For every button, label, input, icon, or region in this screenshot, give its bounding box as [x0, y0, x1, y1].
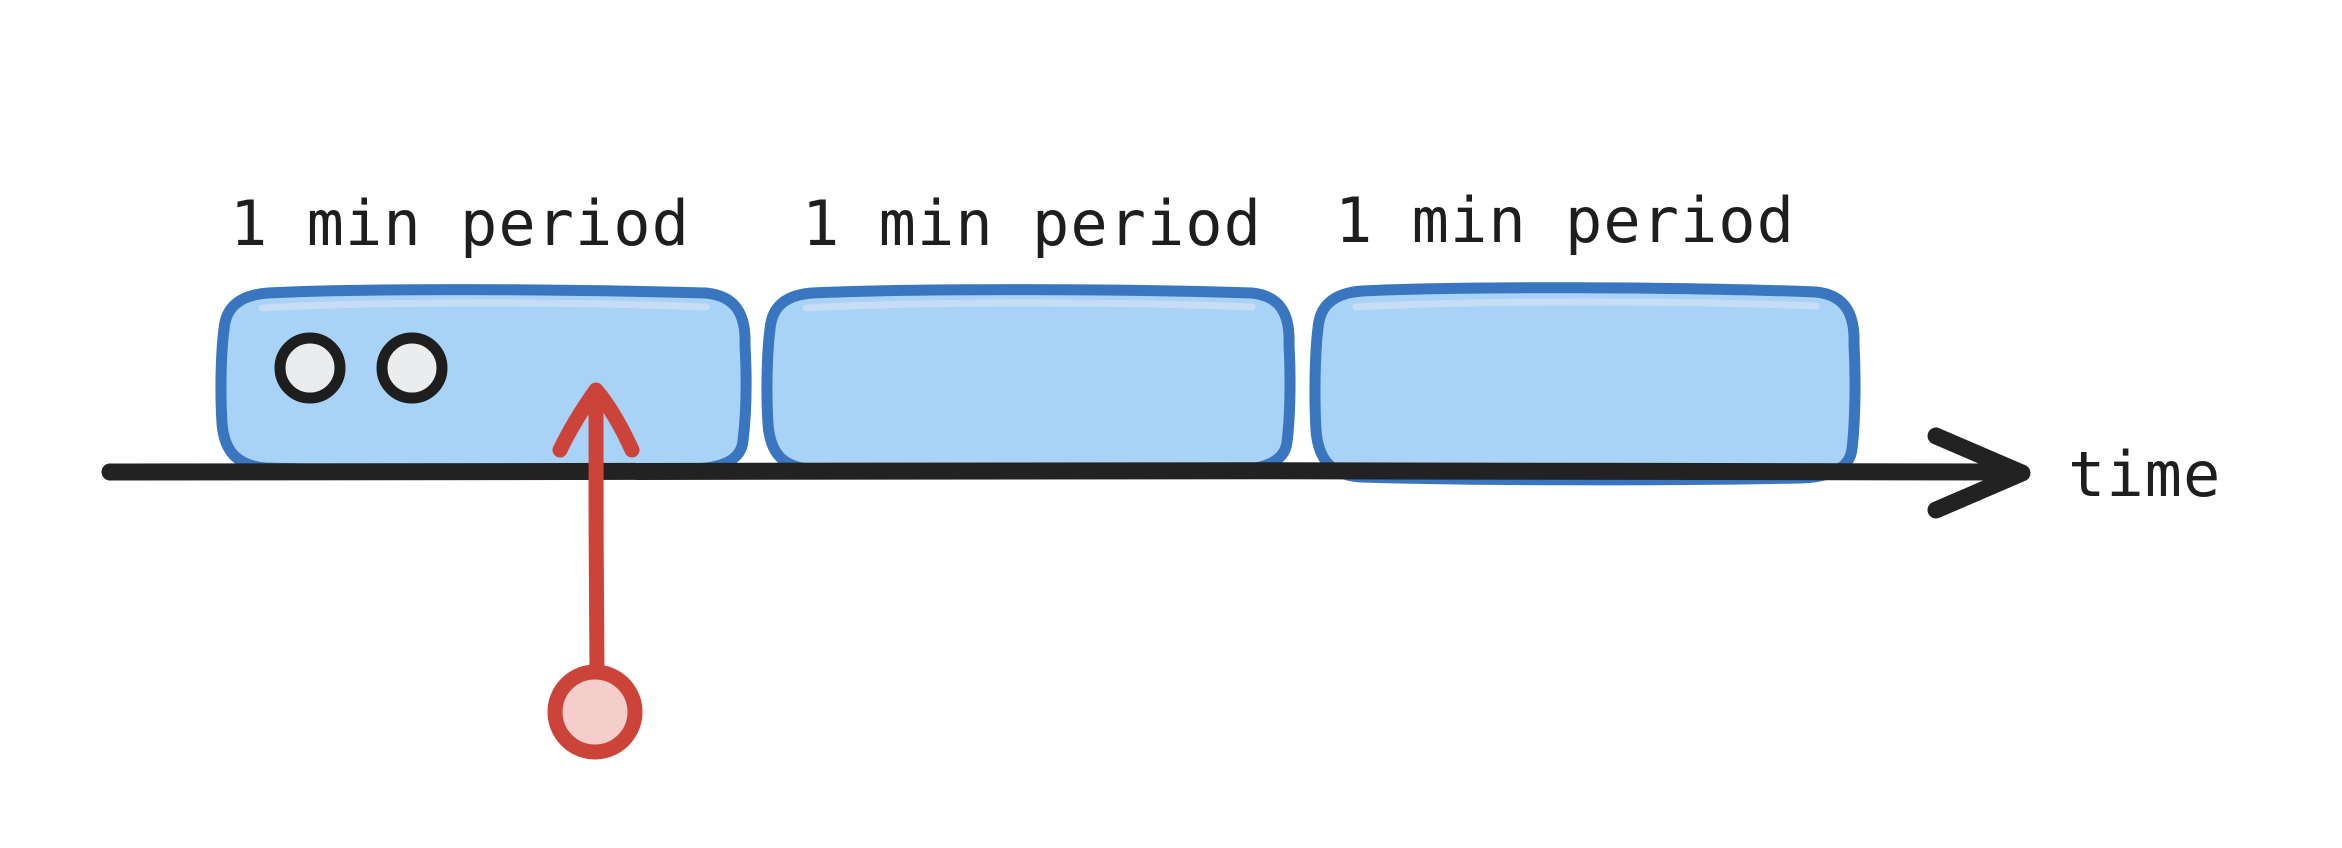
period-box-3-highlight	[1352, 298, 1820, 311]
period-group-1[interactable]: 1 min period	[215, 187, 752, 477]
period-box-2-highlight	[802, 299, 1256, 312]
period-box-3[interactable]	[1309, 282, 1861, 486]
now-pointer[interactable]	[547, 382, 643, 760]
now-pointer-handle[interactable]	[547, 664, 643, 760]
period-label-2: 1 min period	[802, 187, 1262, 260]
event-dot-2-shape[interactable]	[376, 332, 448, 404]
event-dot-1[interactable]	[274, 332, 346, 404]
period-box-2[interactable]	[761, 284, 1296, 478]
time-axis-arrowhead-icon	[1927, 427, 2031, 519]
now-pointer-arrowhead-icon	[552, 382, 640, 458]
time-axis: time	[101, 427, 2221, 519]
time-axis-line	[101, 461, 2021, 481]
period-box-1-highlight	[258, 299, 710, 312]
period-label-1: 1 min period	[230, 187, 690, 260]
period-group-2[interactable]: 1 min period	[761, 187, 1296, 478]
event-dot-1-shape[interactable]	[274, 332, 346, 404]
time-axis-label: time	[2068, 438, 2221, 511]
period-group-3[interactable]: 1 min period	[1309, 184, 1861, 486]
event-dot-2[interactable]	[376, 332, 448, 404]
now-pointer-shaft	[588, 390, 605, 680]
period-label-3: 1 min period	[1335, 184, 1795, 257]
